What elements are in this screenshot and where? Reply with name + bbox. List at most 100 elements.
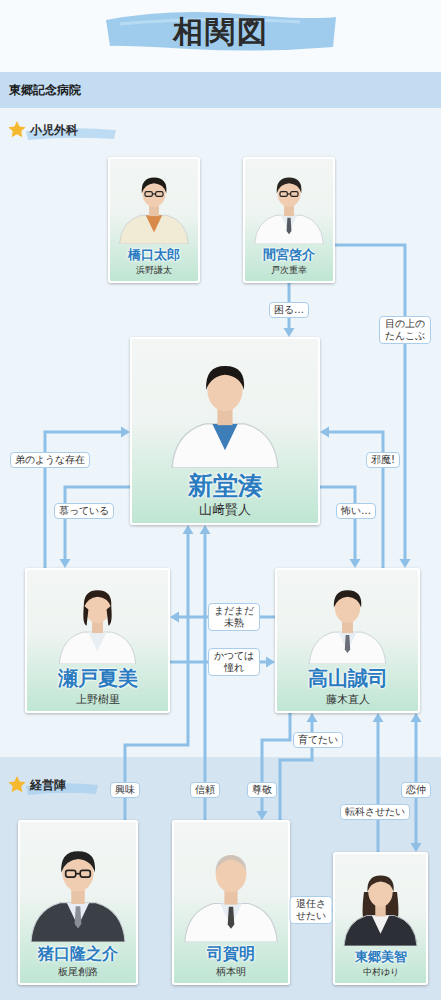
arrow-head: [266, 657, 275, 668]
card-text: 間宮啓介戸次重幸: [245, 246, 333, 276]
relation-label: 目の上のたんこぶ: [379, 316, 431, 344]
relation-label: 慕っている: [54, 503, 114, 519]
portrait-part: [83, 606, 111, 626]
actor-name: 柄本明: [174, 965, 288, 978]
portrait: [112, 162, 196, 244]
portrait-part: [367, 876, 393, 893]
character-name: 橋口太郎: [110, 246, 198, 263]
portrait-part: [372, 916, 389, 934]
actor-name: 浜野謙太: [110, 264, 198, 276]
relation-line: [204, 532, 207, 820]
actor-name: 中村ゆり: [335, 966, 426, 978]
portrait-part: [142, 178, 167, 194]
hospital-panel: 東郷記念病院小児外科橋口太郎浜野謙太間宮啓介戸次重幸新堂湊山﨑賢人瀬戸夏美上野樹…: [0, 72, 441, 1000]
star-icon: [8, 776, 25, 792]
card-text: 東郷美智中村ゆり: [335, 948, 426, 978]
portrait-part: [59, 632, 135, 664]
relation-line: [262, 713, 290, 813]
card-text: 橋口太郎浜野謙太: [110, 246, 198, 276]
character-card: 司賀明柄本明: [172, 820, 290, 985]
card-text: 司賀明柄本明: [174, 944, 288, 978]
label-wrap: 目の上のたんこぶ: [379, 316, 431, 344]
portrait-part: [280, 192, 298, 197]
arrow-head: [320, 427, 329, 438]
label-wrap: 慕っている: [54, 503, 114, 519]
portrait-part: [212, 424, 237, 450]
relation-line: [320, 487, 355, 561]
label-wrap: 恋仲: [401, 782, 431, 798]
relation-arrow: [280, 713, 318, 820]
label-wrap: 怖い…: [336, 503, 376, 519]
actor-name: 上野樹里: [27, 692, 168, 706]
portrait: [134, 342, 316, 468]
arrow-head: [121, 427, 130, 438]
relation-line: [335, 245, 405, 561]
relation-label: 困る…: [269, 302, 309, 318]
portrait-part: [146, 215, 162, 232]
card-text: 高山誠司藤木直人: [277, 666, 418, 706]
portrait-part: [84, 590, 112, 607]
portrait-part: [255, 215, 324, 244]
portrait-part: [172, 424, 278, 468]
relation-label: 怖い…: [336, 503, 376, 519]
relation-arrow: [373, 713, 384, 852]
portrait-part: [152, 193, 155, 194]
label-wrap: 興味: [110, 782, 140, 798]
relation-label: 信頼: [190, 782, 220, 798]
portrait-part: [334, 590, 362, 607]
actor-name: 藤木直人: [277, 692, 418, 706]
character-card: 高山誠司藤木直人: [275, 568, 420, 713]
portrait-part: [66, 870, 91, 877]
arrow-head: [60, 559, 71, 568]
character-name: 東郷美智: [335, 948, 426, 965]
character-name: 瀬戸夏美: [27, 666, 168, 691]
title-brush: [106, 12, 336, 51]
portrait-part: [156, 192, 163, 197]
arrow-head: [411, 843, 422, 852]
relation-label: かつては憧れ: [208, 648, 260, 676]
arrow-head: [373, 713, 384, 722]
label-wrap: かつては憧れ: [208, 648, 260, 676]
section-title: 経営陣: [30, 777, 66, 793]
label-wrap: 育てたい: [293, 732, 343, 748]
arrow-head: [284, 328, 295, 337]
arrow-head: [257, 811, 268, 820]
label-wrap: 信頼: [190, 782, 220, 798]
star-icon: [8, 121, 25, 137]
arrow-head: [170, 612, 179, 623]
character-name: 高山誠司: [277, 666, 418, 691]
portrait-part: [66, 870, 76, 877]
relation-label: 育てたい: [293, 732, 343, 748]
label-wrap: 困る…: [269, 302, 309, 318]
character-card: 新堂湊山﨑賢人: [130, 337, 320, 525]
card-text: 瀬戸夏美上野樹里: [27, 666, 168, 706]
hospital-name: 東郷記念病院: [9, 83, 81, 97]
diagram-title: 相関図: [173, 15, 269, 49]
arrow-head: [307, 713, 318, 722]
relation-line: [377, 720, 380, 852]
portrait-part: [344, 916, 417, 946]
relation-arrow: [257, 713, 291, 820]
portrait-part: [75, 906, 82, 928]
title-wrap: 相関図: [0, 15, 441, 49]
card-text: 猪口隆之介板尾創路: [20, 944, 136, 978]
label-wrap: 尊敬: [247, 782, 277, 798]
character-name: 司賀明: [174, 944, 288, 964]
arrow-head: [400, 559, 411, 568]
arrow-head: [183, 525, 194, 534]
relation-label: 転科させたい: [340, 804, 410, 820]
portrait-part: [216, 855, 247, 872]
portrait: [22, 825, 134, 942]
character-card: 東郷美智中村ゆり: [333, 852, 428, 985]
character-card: 瀬戸夏美上野樹里: [25, 568, 170, 713]
portrait-part: [206, 366, 244, 390]
card-text: 新堂湊山﨑賢人: [132, 470, 318, 518]
relation-label: 退任させたい: [290, 896, 333, 924]
portrait-part: [291, 192, 298, 197]
relation-arrow: [45, 427, 130, 569]
portrait-part: [287, 218, 292, 234]
portrait-part: [216, 855, 247, 892]
portrait-part: [120, 215, 189, 244]
relation-label: 興味: [110, 782, 140, 798]
relation-label: 尊敬: [247, 782, 277, 798]
